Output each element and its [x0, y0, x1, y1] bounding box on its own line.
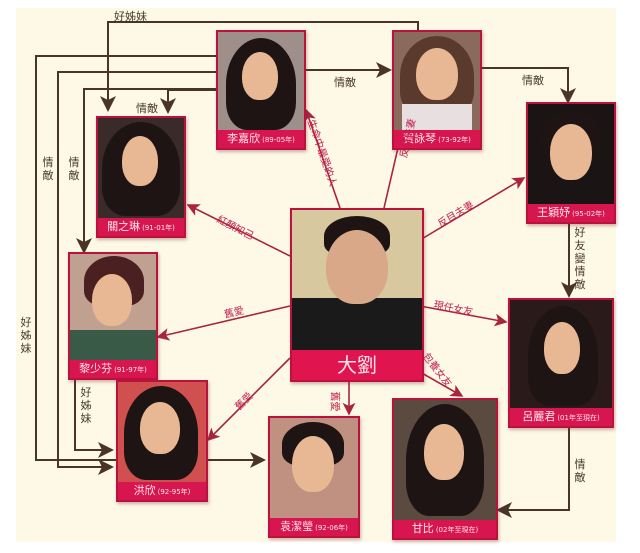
center-name: 大劉: [292, 350, 422, 380]
link-label: 情敵: [574, 458, 586, 484]
portrait: [70, 254, 156, 360]
center-card-dalau[interactable]: 大劉: [290, 208, 424, 382]
person-name: 王穎妤(95-02年): [528, 204, 614, 222]
person-card-li2[interactable]: 黎少芬(91-97年): [68, 252, 158, 380]
portrait: [118, 382, 206, 482]
person-card-he[interactable]: 賀詠琴(73-92年): [392, 30, 482, 150]
link-label: 好姊妹: [20, 316, 32, 355]
person-name: 賀詠琴(73-92年): [394, 130, 480, 148]
center-relation-label: 舊愛: [328, 391, 340, 412]
link-label: 好友變情敵: [574, 226, 586, 291]
person-name: 呂麗君(01年至現在): [510, 408, 612, 426]
person-card-guan[interactable]: 關之琳(91-01年): [96, 116, 186, 238]
link-label: 情敵: [42, 156, 54, 182]
link-label: 情敵: [522, 74, 544, 87]
person-card-wang[interactable]: 王穎妤(95-02年): [526, 102, 616, 224]
link-label: 好姊妹: [80, 386, 92, 425]
link-label: 好姊妹: [114, 10, 147, 23]
person-name: 李嘉欣(89-05年): [218, 130, 304, 148]
person-card-hong[interactable]: 洪欣(92-95年): [116, 380, 208, 502]
person-name: 黎少芬(91-97年): [70, 360, 156, 378]
person-name: 關之琳(91-01年): [98, 218, 184, 236]
person-card-lv[interactable]: 呂麗君(01年至現在): [508, 298, 614, 428]
person-name: 洪欣(92-95年): [118, 482, 206, 500]
portrait: [394, 400, 496, 520]
link-label: 情敵: [68, 156, 80, 182]
portrait: [528, 104, 614, 204]
person-card-gan[interactable]: 甘比(02年至現在): [392, 398, 498, 540]
person-card-yuan[interactable]: 袁潔瑩(92-06年): [268, 416, 360, 538]
portrait: [394, 32, 480, 130]
person-name: 甘比(02年至現在): [394, 520, 496, 538]
portrait: [270, 418, 358, 518]
link-label: 情敵: [334, 76, 356, 89]
portrait: [292, 210, 422, 350]
portrait: [510, 300, 612, 408]
person-card-li[interactable]: 李嘉欣(89-05年): [216, 30, 306, 150]
link-label: 情敵: [136, 102, 158, 115]
person-name: 袁潔瑩(92-06年): [270, 518, 358, 536]
portrait: [98, 118, 184, 218]
portrait: [218, 32, 304, 130]
